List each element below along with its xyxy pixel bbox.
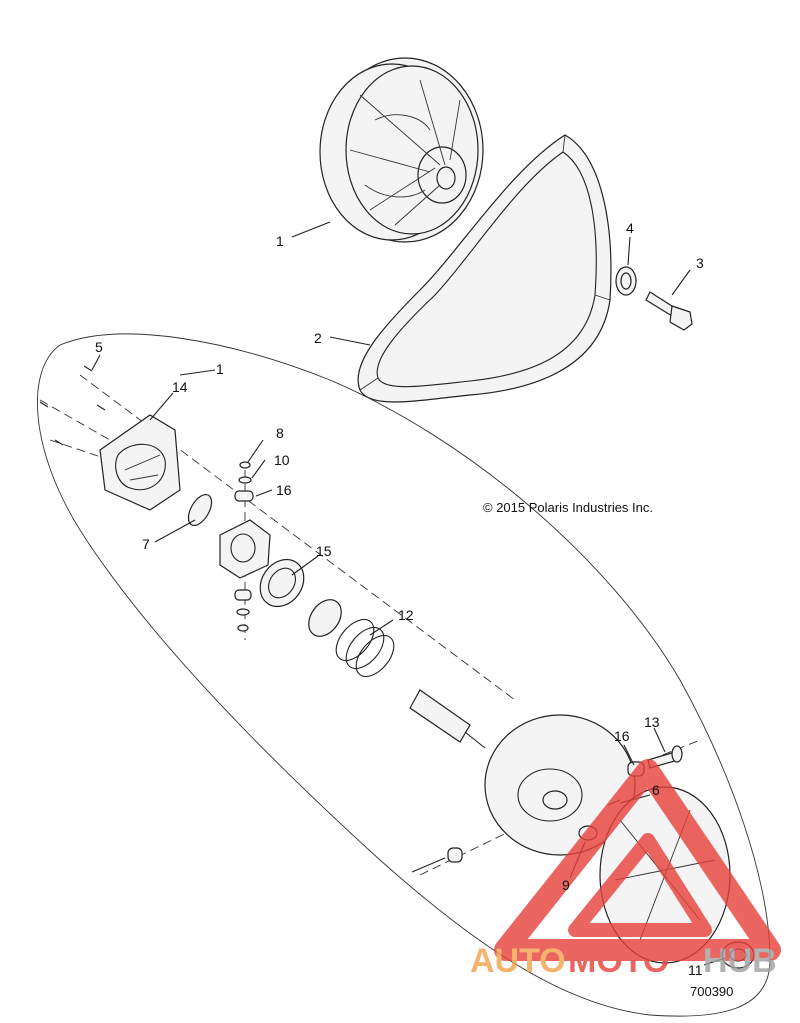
- top-clutch-pulley: [319, 57, 484, 243]
- clip-8: [239, 461, 251, 469]
- watermark-text-moto: MOTO: [568, 942, 669, 980]
- spring-12: [335, 618, 395, 678]
- callout-8: 8: [276, 425, 284, 441]
- callout-13: 13: [644, 714, 660, 730]
- callout-16-upper: 16: [276, 482, 292, 498]
- screws-5: [39, 365, 106, 446]
- watermark-text-auto: AUTO: [470, 942, 566, 980]
- bushing-lower-left: [411, 847, 463, 873]
- callout-14: 14: [172, 379, 188, 395]
- callout-1-group: 1: [216, 361, 224, 377]
- shaft: [409, 689, 486, 749]
- assembly-outline: [37, 333, 771, 1017]
- callout-9: 9: [562, 877, 570, 893]
- copyright-notice: © 2015 Polaris Industries Inc.: [483, 500, 653, 515]
- callout-12: 12: [398, 607, 414, 623]
- cover-14: [99, 414, 181, 511]
- callout-6: 6: [652, 782, 660, 798]
- washer-4: [615, 266, 637, 296]
- bushing-lower: [234, 589, 252, 632]
- diagram-id: 700390: [690, 984, 733, 999]
- watermark-text-hub: HUB: [703, 942, 777, 980]
- cam-ring: [308, 599, 342, 637]
- bolt-3: [645, 291, 693, 331]
- callout-2: 2: [314, 330, 322, 346]
- callout-16-lower: 16: [614, 728, 630, 744]
- callout-1-top: 1: [276, 233, 284, 249]
- callout-15: 15: [316, 543, 332, 559]
- callout-3: 3: [696, 255, 704, 271]
- drive-belt: [357, 134, 612, 403]
- ring-7: [187, 494, 213, 526]
- spider-assembly: [219, 519, 271, 579]
- washer-10: [238, 476, 252, 484]
- callout-4: 4: [626, 220, 634, 236]
- callout-11: 11: [688, 962, 703, 978]
- callout-7: 7: [142, 536, 150, 552]
- watermark-logo: AUTO MOTO HUB: [470, 759, 781, 980]
- callout-10: 10: [274, 452, 290, 468]
- bushing-16-upper: [234, 490, 254, 502]
- callout-5: 5: [95, 339, 103, 355]
- ramp-15: [259, 558, 305, 608]
